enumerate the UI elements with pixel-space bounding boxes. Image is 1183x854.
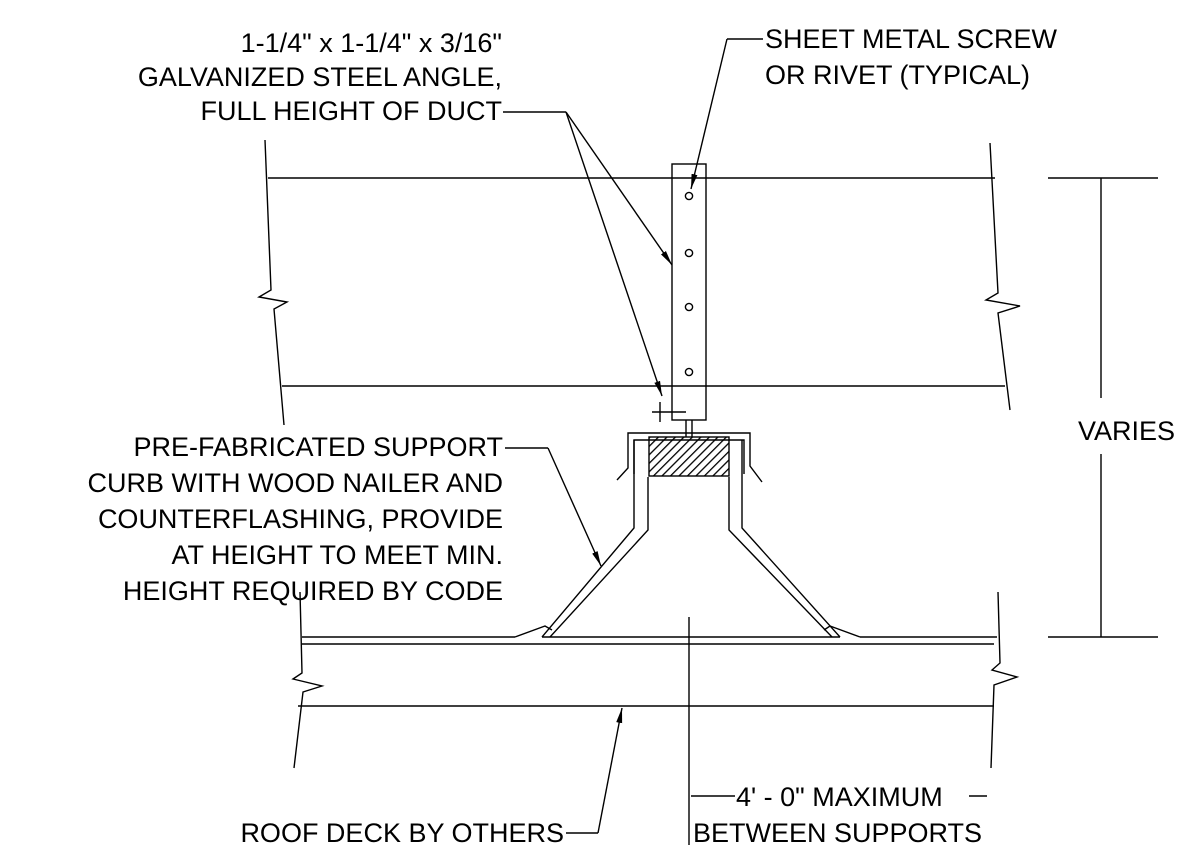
callout-text: SHEET METAL SCREW (765, 24, 1058, 54)
callout-text: AT HEIGHT TO MEET MIN. (171, 540, 503, 570)
duct-left-break-line (257, 139, 290, 426)
roof-right-break-line (990, 591, 1020, 769)
callout-text: OR RIVET (TYPICAL) (765, 60, 1030, 90)
callout-curb: PRE-FABRICATED SUPPORT CURB WITH WOOD NA… (87, 432, 503, 606)
duct-right-break-line (983, 142, 1021, 411)
roof (291, 591, 1020, 769)
callout-text: COUNTERFLASHING, PROVIDE (98, 504, 503, 534)
duct (257, 139, 1021, 426)
angle-leader-arrow-lower (565, 111, 663, 397)
support-curb (541, 432, 841, 638)
leaders (503, 38, 987, 834)
rivet-icon (684, 248, 694, 258)
deck-leader-arrow (597, 707, 623, 834)
dimension-label: VARIES (1078, 416, 1175, 446)
callout-text: GALVANIZED STEEL ANGLE, (138, 62, 502, 92)
curb-leader-arrow (547, 447, 602, 567)
callout-text: HEIGHT REQUIRED BY CODE (123, 576, 503, 606)
rivet-icon (684, 302, 694, 312)
callout-text: 1-1/4" x 1-1/4" x 3/16" (241, 28, 502, 58)
angle-leader-arrow-upper (565, 111, 673, 266)
curb-left-wall-outer (541, 440, 635, 638)
steel-angle (652, 163, 707, 438)
callout-text: CURB WITH WOOD NAILER AND (87, 468, 503, 498)
curb-left-wall-inner (549, 477, 649, 638)
curb-right-wall-inner (728, 477, 833, 638)
callout-text: ROOF DECK BY OTHERS (240, 818, 564, 848)
rivet-icon (684, 367, 694, 377)
counterflashing-outer (616, 432, 763, 483)
callout-spacing: 4' - 0" MAXIMUM BETWEEN SUPPORTS (693, 782, 982, 848)
callout-angle: 1-1/4" x 1-1/4" x 3/16" GALVANIZED STEEL… (138, 28, 502, 126)
roof-left-break-line (291, 591, 325, 769)
callout-deck: ROOF DECK BY OTHERS (240, 818, 564, 848)
membrane-flashing-left (514, 625, 553, 638)
callout-text: FULL HEIGHT OF DUCT (200, 96, 502, 126)
angle-vertical-leg (671, 163, 707, 421)
wood-nailer (648, 436, 730, 477)
screw-leader-arrow (690, 38, 728, 190)
rivet-icon (684, 191, 694, 201)
membrane-flashing-right (823, 625, 861, 638)
callout-screw: SHEET METAL SCREW OR RIVET (TYPICAL) (765, 24, 1058, 90)
height-dimension: VARIES (1048, 177, 1175, 638)
curb-right-wall-outer (741, 440, 841, 638)
callout-text: 4' - 0" MAXIMUM (736, 782, 943, 812)
callout-text: PRE-FABRICATED SUPPORT (133, 432, 503, 462)
callout-text: BETWEEN SUPPORTS (693, 818, 982, 848)
